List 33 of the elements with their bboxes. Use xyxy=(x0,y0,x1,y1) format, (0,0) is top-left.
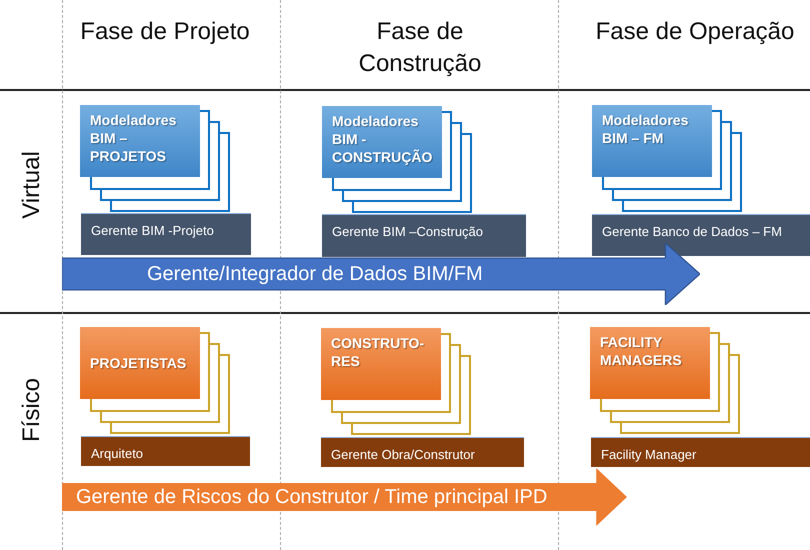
phase-heading: Fase de Operação xyxy=(595,17,795,47)
role-label: Gerente BIM -Projeto xyxy=(91,223,214,238)
role-bar xyxy=(81,213,251,255)
role-bar xyxy=(592,214,810,256)
card-title: Modeladores BIM – FM xyxy=(602,111,690,147)
role-bar xyxy=(322,214,526,257)
role-bar xyxy=(591,437,810,467)
row-label: Físico xyxy=(18,378,46,442)
block-arrow xyxy=(62,468,627,526)
stacked-cards xyxy=(590,327,740,435)
card-title: PROJETISTAS xyxy=(90,354,186,372)
row-label: Virtual xyxy=(18,151,46,219)
card-title: FACILITY MANAGERS xyxy=(600,333,683,369)
phase-heading: Fase de Projeto xyxy=(79,17,251,47)
role-bar xyxy=(81,436,250,466)
stacked-cards xyxy=(80,327,230,435)
arrow-label: Gerente de Riscos do Construtor / Time principal IPD xyxy=(76,486,548,508)
stacked-cards xyxy=(322,106,472,214)
role-label: Gerente BIM –Construção xyxy=(332,224,484,239)
phase-heading: Fase de Construção xyxy=(358,17,482,79)
role-bar xyxy=(321,437,524,467)
stacked-cards xyxy=(321,328,471,436)
role-label: Gerente Obra/Construtor xyxy=(331,447,475,462)
stacked-cards xyxy=(80,105,230,213)
role-label: Arquiteto xyxy=(91,446,144,461)
role-label: Facility Manager xyxy=(601,447,696,462)
block-arrow xyxy=(62,243,700,305)
card-title: Modeladores BIM – PROJETOS xyxy=(90,111,178,165)
arrow-label: Gerente/Integrador de Dados BIM/FM xyxy=(147,262,483,286)
card-title: CONSTRUTO- RES xyxy=(331,334,426,370)
stacked-cards xyxy=(592,105,742,213)
role-label: Gerente Banco de Dados – FM xyxy=(602,224,782,239)
card-title: Modeladores BIM - CONSTRUÇÃO xyxy=(332,112,432,166)
